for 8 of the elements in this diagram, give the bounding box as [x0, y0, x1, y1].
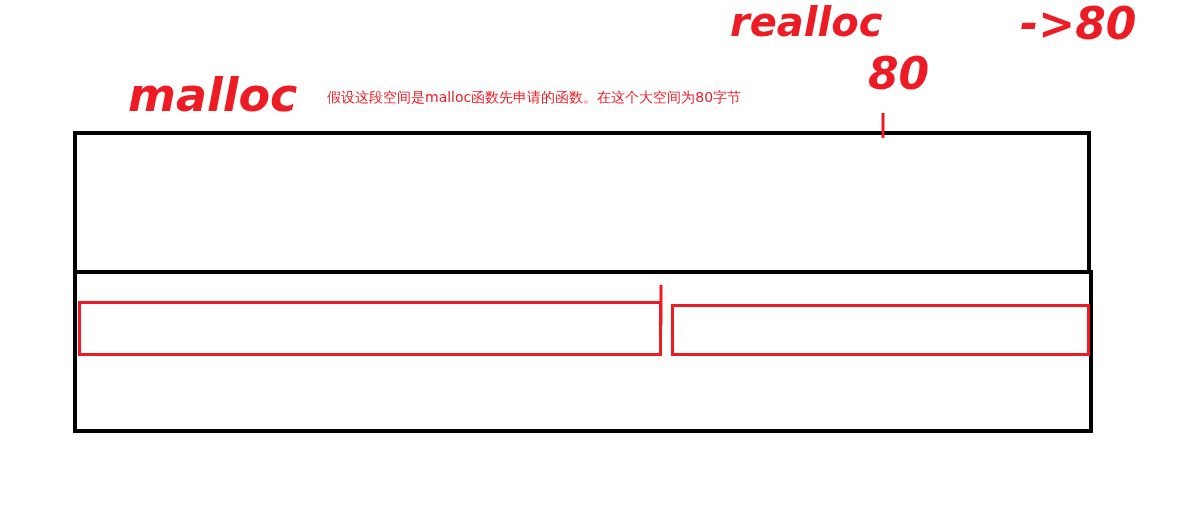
memory-block: [73, 270, 1093, 433]
memory-block: [671, 304, 1090, 356]
note-text: 假设这段空间是malloc函数先申请的函数。在这个大空间为80字节: [327, 90, 742, 104]
handwritten-note: 80: [868, 52, 930, 96]
handwritten-note: realloc: [730, 2, 883, 42]
handwritten-note: malloc: [128, 72, 298, 118]
memory-block: [78, 301, 662, 356]
handwritten-note: ->80: [1020, 2, 1137, 46]
